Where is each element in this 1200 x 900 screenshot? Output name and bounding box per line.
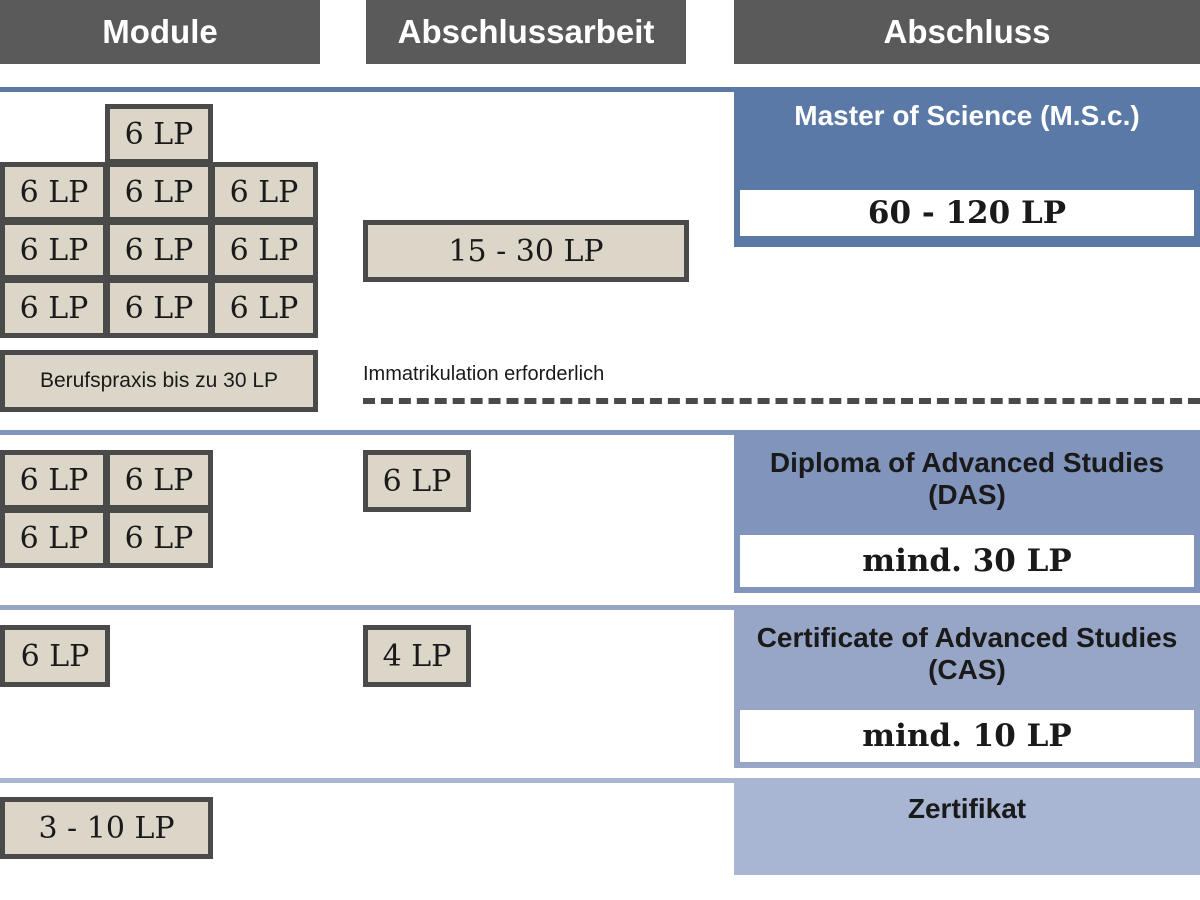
- cas-title: Certificate of Advanced Studies (CAS): [756, 622, 1178, 686]
- msc-module-tile: 6 LP: [105, 104, 213, 164]
- header-module: Module: [0, 0, 320, 64]
- msc-module-tile: 6 LP: [210, 162, 318, 222]
- msc-berufspraxis: Berufspraxis bis zu 30 LP: [0, 350, 318, 412]
- das-title: Diploma of Advanced Studies (DAS): [769, 447, 1165, 511]
- enrollment-note: Immatrikulation erforderlich: [363, 363, 605, 385]
- msc-module-tile: 6 LP: [105, 220, 213, 280]
- enrollment-dashed-line: [363, 398, 1200, 404]
- das-module-tile: 6 LP: [0, 450, 108, 510]
- msc-thesis: 15 - 30 LP: [363, 220, 689, 282]
- msc-module-tile: 6 LP: [0, 278, 108, 338]
- msc-module-tile: 6 LP: [0, 220, 108, 280]
- msc-title: Master of Science (M.S.c.): [794, 100, 1140, 131]
- msc-module-tile: 6 LP: [0, 162, 108, 222]
- das-module-tile: 6 LP: [105, 450, 213, 510]
- section-divider-msc: [0, 87, 1200, 92]
- header-abschluss: Abschluss: [734, 0, 1200, 64]
- das-module-tile: 6 LP: [0, 508, 108, 568]
- header-abschlussarbeit: Abschlussarbeit: [366, 0, 686, 64]
- msc-module-tile: 6 LP: [105, 278, 213, 338]
- zertifikat-module-tile: 3 - 10 LP: [0, 797, 213, 859]
- das-module-tile: 6 LP: [105, 508, 213, 568]
- msc-module-tile: 6 LP: [105, 162, 213, 222]
- das-panel: Diploma of Advanced Studies (DAS) mind. …: [734, 435, 1200, 593]
- das-credits: mind. 30 LP: [740, 535, 1194, 587]
- msc-module-tile: 6 LP: [210, 278, 318, 338]
- cas-credits: mind. 10 LP: [740, 710, 1194, 762]
- zertifikat-title: Zertifikat: [907, 793, 1027, 824]
- section-divider-zertifikat: [0, 778, 1200, 783]
- cas-thesis: 4 LP: [363, 625, 471, 687]
- msc-module-tile: 6 LP: [210, 220, 318, 280]
- msc-credits: 60 - 120 LP: [740, 190, 1194, 236]
- cas-panel: Certificate of Advanced Studies (CAS) mi…: [734, 610, 1200, 768]
- zertifikat-panel: Zertifikat: [734, 783, 1200, 875]
- section-divider-cas: [0, 605, 1200, 610]
- das-thesis: 6 LP: [363, 450, 471, 512]
- msc-panel: Master of Science (M.S.c.) 60 - 120 LP: [734, 92, 1200, 247]
- section-divider-das: [0, 430, 1200, 435]
- cas-module-tile: 6 LP: [0, 625, 110, 687]
